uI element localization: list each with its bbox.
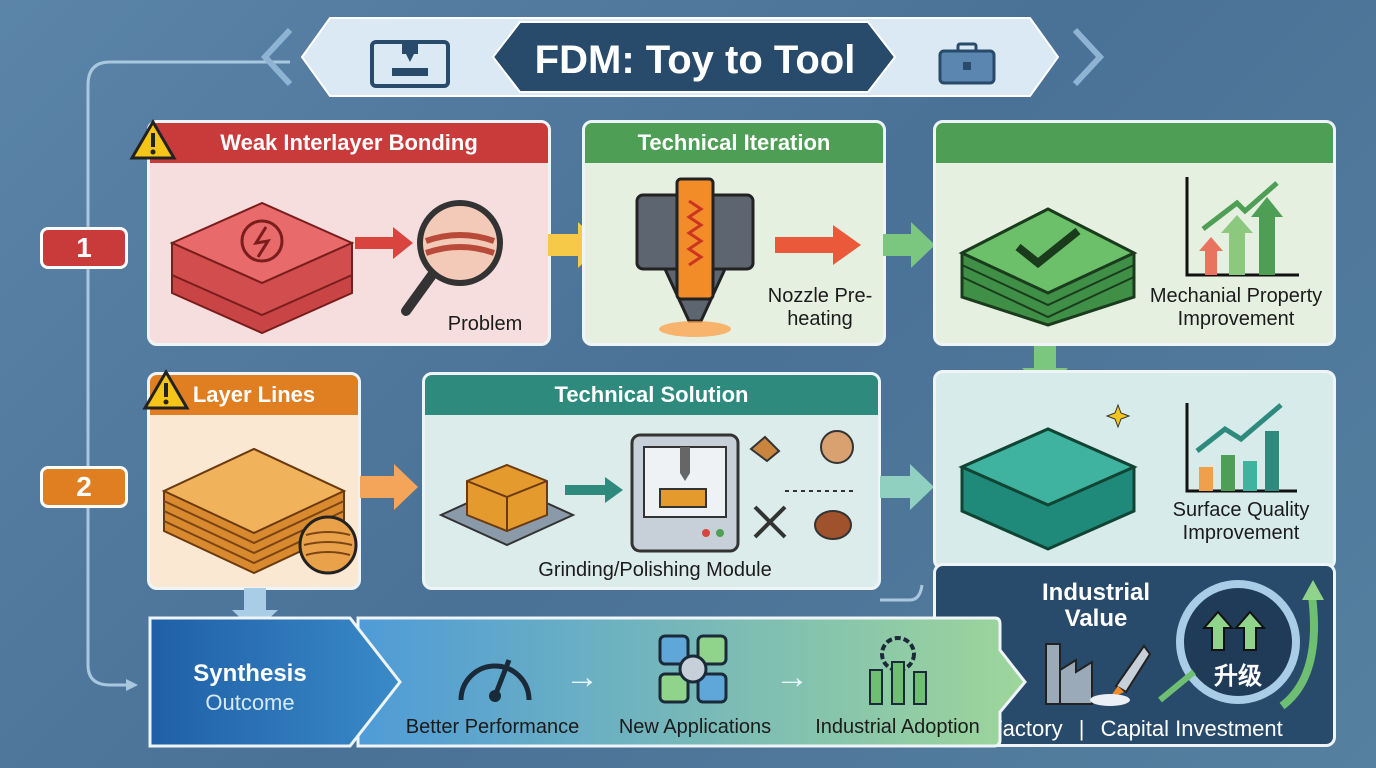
mechanical-label: Mechanial Property Improvement: [1149, 285, 1323, 330]
warning-icon: [129, 119, 177, 160]
synthesis-title: Synthesis: [193, 660, 307, 687]
block-on-platform-icon: [438, 463, 576, 547]
heated-nozzle-icon: [635, 177, 755, 337]
gear-network-icon: [658, 634, 728, 704]
factory-rocket-icon: [1045, 643, 1152, 706]
row-badge-1: 1: [40, 227, 128, 269]
flow-arrow: [360, 464, 418, 510]
briefcase-icon: [938, 42, 996, 85]
gauge-icon: [458, 659, 532, 702]
industrial-plant-icon: [869, 636, 927, 705]
3d-printer-icon: [370, 40, 450, 88]
problem-panel-bonding: Weak Interlayer Bonding Problem: [147, 120, 551, 346]
mechanical-result-panel: Mechanial Property Improvement: [933, 120, 1336, 346]
checked-layers-icon: [958, 207, 1138, 327]
surface-result-panel: Surface Quality Improvement: [933, 370, 1336, 570]
problem-label: Problem: [447, 313, 523, 335]
step-arrow: →: [565, 658, 599, 696]
arrow-right-icon: [355, 227, 413, 259]
step-better-performance: Better Performance: [405, 716, 580, 738]
iteration-label: Nozzle Pre-heating: [767, 285, 873, 330]
upgrade-badge-text: 升级: [1214, 663, 1262, 690]
industrial-title: Industrial Value: [1041, 579, 1150, 633]
bar-growth-chart-icon: [1185, 403, 1297, 493]
row-badge-2: 2: [40, 466, 128, 508]
bar-growth-chart-icon: [1185, 177, 1299, 277]
panel-header: Technical Solution: [425, 375, 878, 415]
cracked-layers-icon: [169, 201, 355, 335]
industrial-footer: Factory | Capital Investment: [936, 716, 1333, 742]
page-title: FDM: Toy to Tool: [534, 38, 856, 82]
step-industrial-adoption: Industrial Adoption: [815, 716, 980, 738]
panel-header: [936, 123, 1333, 163]
separator: |: [1078, 716, 1085, 741]
technical-iteration-panel: Technical Iteration Nozzle Pre-heating: [582, 120, 886, 346]
warning-icon: [142, 369, 190, 410]
arrow-right-icon: [775, 225, 861, 265]
arrow-right-icon: [565, 477, 623, 503]
polishing-tools-icon: [749, 430, 854, 540]
step-arrow: →: [775, 658, 809, 696]
panel-header: Weak Interlayer Bonding: [150, 123, 548, 163]
magnifier-icon: [401, 200, 503, 316]
polishing-machine-icon: [630, 433, 740, 553]
surface-label: Surface Quality Improvement: [1172, 499, 1310, 544]
solution-label: Grinding/Polishing Module: [538, 559, 772, 581]
capital-label: Capital Investment: [1100, 716, 1283, 741]
flow-arrow: [880, 464, 934, 510]
flow-arrow: [883, 222, 935, 268]
technical-solution-panel: Technical Solution Grinding/Polishing Mo…: [422, 372, 881, 590]
synthesis-subtitle: Outcome: [205, 690, 295, 715]
upgrade-badge-icon: [1158, 580, 1324, 710]
step-new-applications: New Applications: [618, 716, 772, 738]
problem-panel-layer-lines: Layer Lines: [147, 372, 361, 590]
layered-block-icon: [161, 447, 358, 575]
smooth-block-icon: [958, 403, 1138, 551]
panel-header: Technical Iteration: [585, 123, 883, 163]
